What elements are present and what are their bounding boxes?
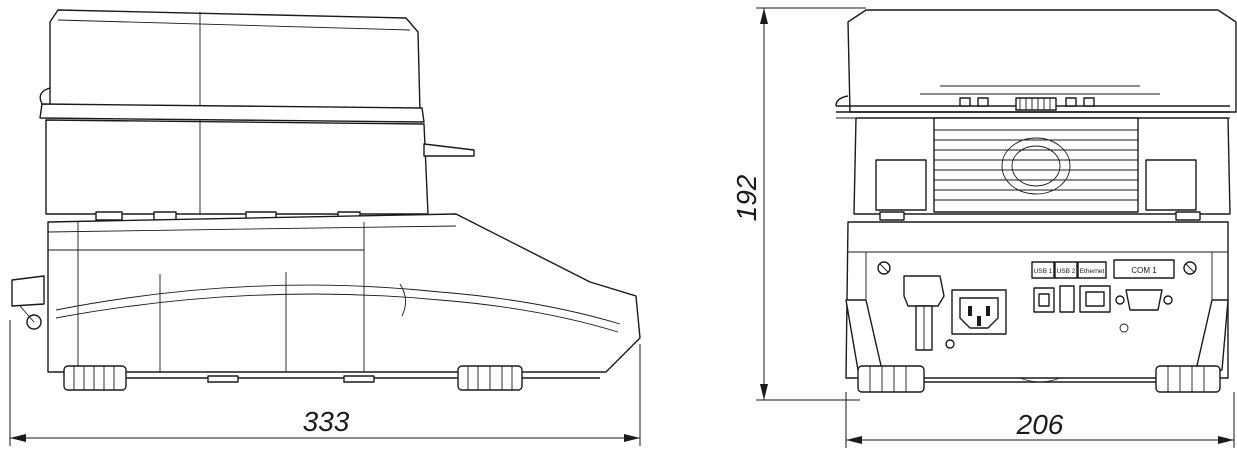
dimension-height: 192 <box>731 7 866 401</box>
port-label-ethernet: Ethernet <box>1080 268 1105 275</box>
side-foot-right <box>457 365 523 391</box>
side-foot-left <box>63 365 127 391</box>
dimension-depth: 333 <box>9 320 641 446</box>
side-rear-connector <box>11 275 45 307</box>
rear-connector <box>903 275 945 307</box>
side-lid-rim <box>39 103 425 123</box>
rear-top-cover <box>847 9 1237 113</box>
side-base <box>47 213 641 373</box>
power-socket-icon <box>951 289 1007 335</box>
dimension-height-label: 192 <box>731 174 762 221</box>
rear-vent <box>933 117 1139 213</box>
dimension-width-label: 206 <box>1016 409 1064 440</box>
side-handle <box>423 143 475 157</box>
rear-foot-left <box>857 365 925 393</box>
side-view <box>11 9 641 391</box>
side-lid-lower <box>45 119 429 215</box>
usb-a-port-icon <box>1059 285 1075 313</box>
port-label-usb2: USB 2 <box>1057 268 1076 275</box>
rear-pad-left <box>875 159 927 211</box>
rear-foot-right <box>1155 365 1221 393</box>
rear-view: USB 1 USB 2 Ethernet COM 1 <box>835 9 1237 393</box>
port-label-com1: COM 1 <box>1131 266 1157 275</box>
db9-port-icon <box>1115 289 1173 311</box>
port-label-row: USB 1 USB 2 Ethernet COM 1 <box>1031 259 1175 279</box>
rear-pad-right <box>1145 159 1197 211</box>
dimension-depth-label: 333 <box>303 406 350 437</box>
rear-hinges <box>959 97 1095 111</box>
port-label-usb1: USB 1 <box>1034 268 1053 275</box>
dimension-width: 206 <box>845 392 1235 448</box>
